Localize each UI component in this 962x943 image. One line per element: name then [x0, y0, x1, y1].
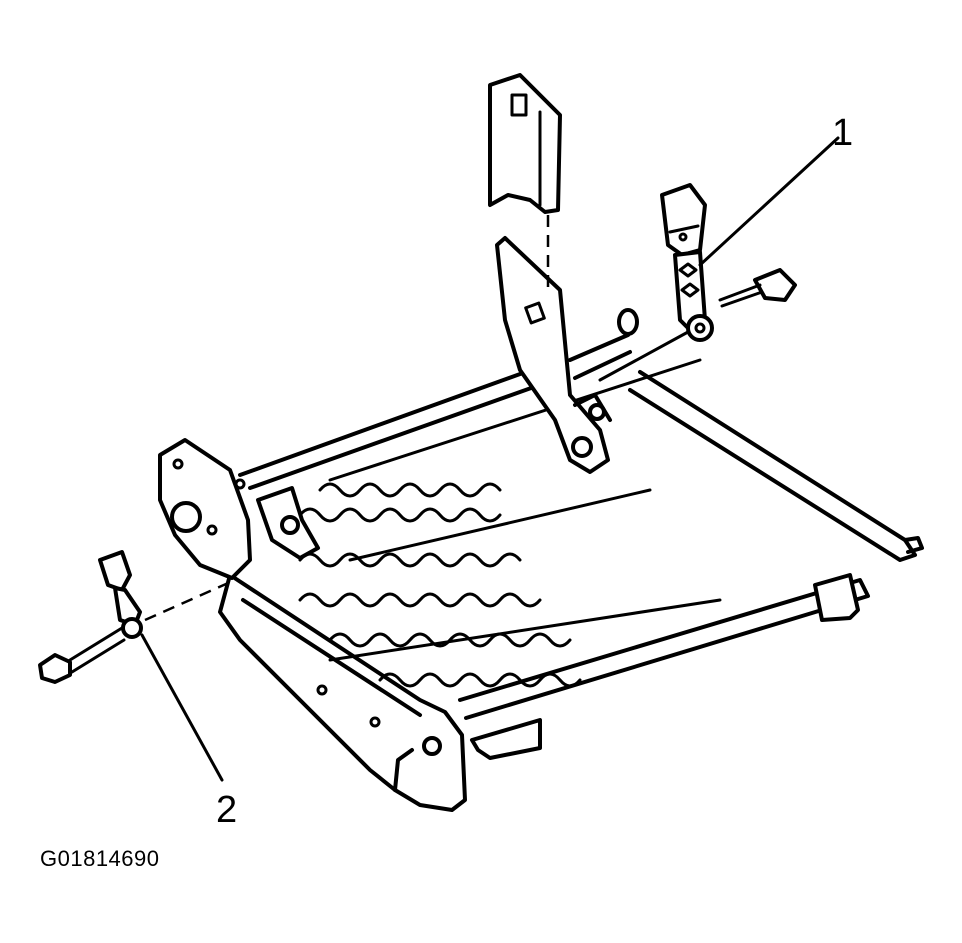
- figure-id: G01814690: [40, 846, 160, 871]
- seat-back-cover: [488, 73, 562, 292]
- center-strap-bracket: [256, 486, 320, 560]
- seat-springs: [298, 358, 722, 688]
- seat-belt-anchor-2: [38, 550, 236, 684]
- seat-belt-buckle-1: [598, 183, 797, 382]
- leader-line-2: [140, 633, 224, 782]
- seat-frame: [158, 363, 924, 812]
- callout-1: 1: [832, 112, 853, 154]
- seat-back-bracket: [495, 236, 639, 474]
- callout-2: 2: [216, 789, 237, 831]
- leader-line-1: [698, 136, 840, 267]
